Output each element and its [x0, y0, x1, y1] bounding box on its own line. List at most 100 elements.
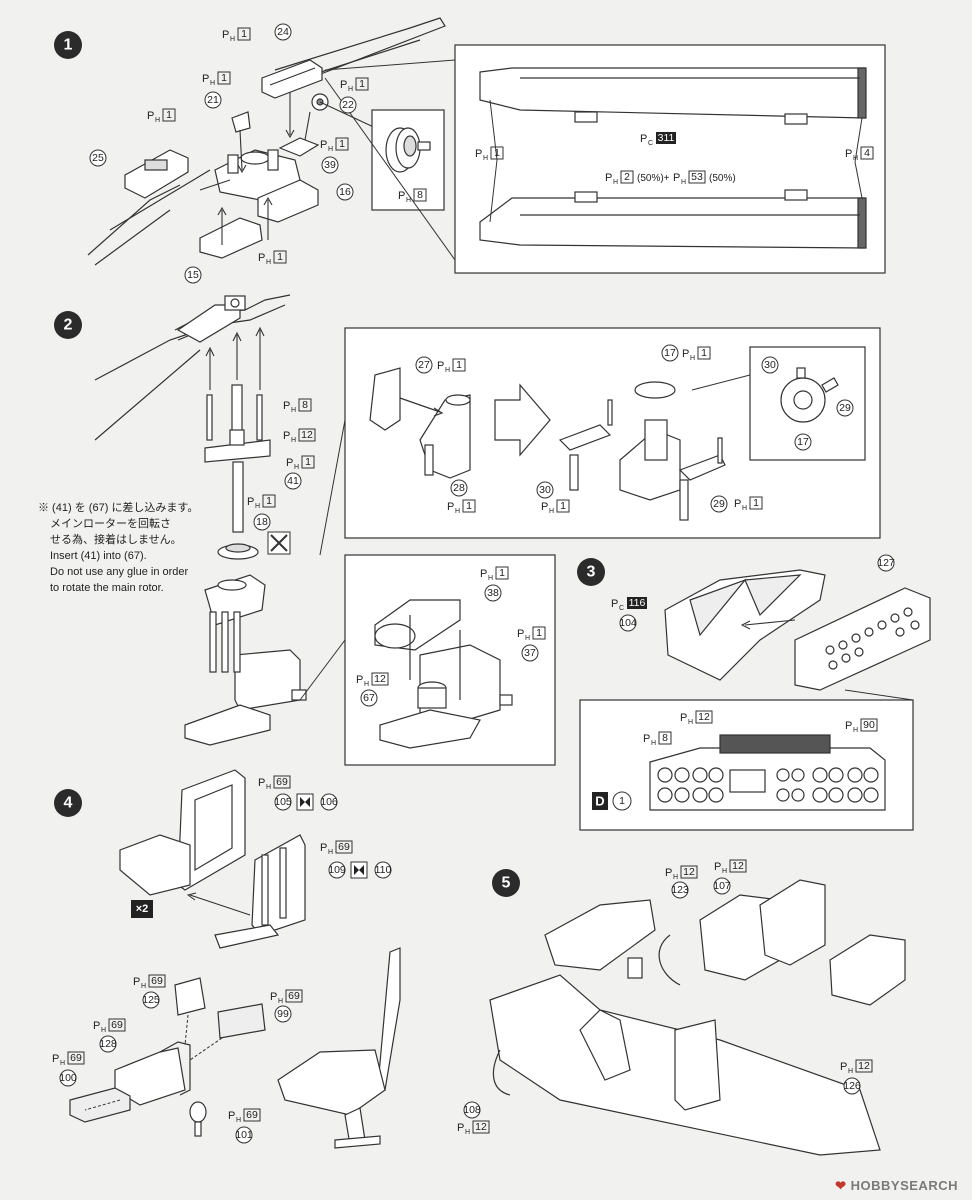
svg-text:P: P: [845, 148, 852, 160]
small-parts: [231, 93, 329, 157]
svg-text:12: 12: [698, 711, 710, 723]
svg-text:8: 8: [662, 732, 668, 744]
watermark-suffix: SEARCH: [900, 1178, 958, 1193]
svg-text:H: H: [455, 508, 460, 515]
svg-text:P: P: [840, 1061, 847, 1073]
svg-text:P: P: [643, 733, 650, 745]
svg-text:53: 53: [691, 171, 703, 183]
svg-text:H: H: [294, 464, 299, 471]
quantity-label: ×2: [136, 903, 149, 915]
rotor-note: ※ (41) を (67) に差し込みます。 メインローターを回転さ せる為、接…: [38, 500, 208, 596]
tall-seat-part: [277, 947, 401, 1149]
watermark-brand: HOBBY: [850, 1178, 901, 1193]
svg-text:C: C: [619, 605, 624, 612]
part-number-99: 99: [277, 1008, 289, 1020]
part-number-25: 25: [92, 152, 104, 164]
main-shaft-part: [204, 384, 271, 560]
svg-text:69: 69: [111, 1019, 123, 1031]
step-2-arrows: [205, 326, 265, 390]
part-number-127: 127: [877, 557, 895, 569]
paint-pc116: 116: [629, 597, 646, 609]
part-labels: 24 21 22 25 39 16 15 41 18 27 28 17 30 2…: [59, 23, 895, 1144]
svg-text:1: 1: [753, 497, 759, 509]
paint-ph4: 4: [864, 147, 870, 159]
svg-text:P: P: [228, 1110, 235, 1122]
part-number-126: 126: [843, 1080, 861, 1092]
part-number-30-detail: 30: [764, 359, 776, 371]
step-2: 2: [54, 294, 881, 766]
part-number-28: 28: [453, 482, 465, 494]
svg-text:H: H: [210, 80, 215, 87]
svg-text:1: 1: [359, 78, 365, 90]
svg-text:1: 1: [305, 456, 311, 468]
svg-text:1: 1: [466, 500, 472, 512]
svg-text:P: P: [52, 1053, 59, 1065]
svg-text:H: H: [742, 505, 747, 512]
part-number-41: 41: [287, 475, 299, 487]
svg-text:P: P: [202, 73, 209, 85]
part-number-104: 104: [619, 617, 637, 629]
callout-drawing-1: [369, 367, 726, 521]
part-number-110: 110: [375, 864, 392, 876]
part-number-15: 15: [187, 269, 199, 281]
step-3-marker: [577, 558, 605, 586]
svg-text:H: H: [266, 784, 271, 791]
svg-text:H: H: [651, 740, 656, 747]
svg-text:12: 12: [374, 673, 386, 685]
paint-pc311: 311: [658, 132, 675, 144]
svg-text:H: H: [853, 727, 858, 734]
svg-text:P: P: [605, 172, 612, 184]
svg-text:P: P: [447, 501, 454, 513]
part-number-106: 106: [320, 796, 338, 808]
svg-text:1: 1: [560, 500, 566, 512]
part-number-17: 17: [664, 347, 676, 359]
step-5-number: 5: [502, 875, 511, 892]
svg-text:H: H: [266, 259, 271, 266]
svg-text:69: 69: [151, 975, 163, 987]
paint-ph69: 69: [276, 776, 288, 788]
svg-text:H: H: [465, 1129, 470, 1136]
svg-text:P: P: [147, 110, 154, 122]
svg-text:H: H: [101, 1027, 106, 1034]
svg-text:P: P: [93, 1020, 100, 1032]
svg-text:12: 12: [475, 1121, 487, 1133]
part-number-27: 27: [418, 359, 430, 371]
svg-text:P: P: [611, 598, 618, 610]
svg-text:P: P: [665, 867, 672, 879]
svg-text:1: 1: [499, 567, 505, 579]
svg-text:P: P: [270, 991, 277, 1003]
rotor-blade-drawing: [87, 17, 446, 266]
note-jp-line1: ※ (41) を (67) に差し込みます。: [38, 502, 199, 514]
svg-text:H: H: [278, 998, 283, 1005]
svg-text:H: H: [406, 197, 411, 204]
svg-text:H: H: [141, 983, 146, 990]
svg-text:8: 8: [302, 399, 308, 411]
step-1-number: 1: [64, 37, 73, 54]
svg-text:P: P: [475, 148, 482, 160]
step-2-number: 2: [64, 317, 73, 334]
paint-ph90: 90: [863, 719, 875, 731]
svg-text:P: P: [283, 430, 290, 442]
svg-text:P: P: [258, 777, 265, 789]
decal-letter: D: [595, 794, 604, 809]
svg-text:P: P: [673, 172, 680, 184]
svg-text:P: P: [247, 496, 254, 508]
svg-text:H: H: [525, 635, 530, 642]
svg-text:P: P: [320, 842, 327, 854]
svg-text:H: H: [848, 1068, 853, 1075]
part-number-22: 22: [342, 99, 354, 111]
part-number-29-detail: 29: [839, 402, 851, 414]
note-jp-line2: メインローターを回転さ: [50, 518, 171, 530]
svg-text:P: P: [398, 190, 405, 202]
part-number-100: 100: [59, 1072, 77, 1084]
svg-text:H: H: [291, 437, 296, 444]
svg-text:P: P: [480, 568, 487, 580]
svg-text:1: 1: [221, 72, 227, 84]
svg-text:H: H: [613, 179, 618, 186]
part-number-21: 21: [207, 94, 219, 106]
svg-text:1: 1: [166, 109, 172, 121]
step-5-marker: [492, 869, 520, 897]
